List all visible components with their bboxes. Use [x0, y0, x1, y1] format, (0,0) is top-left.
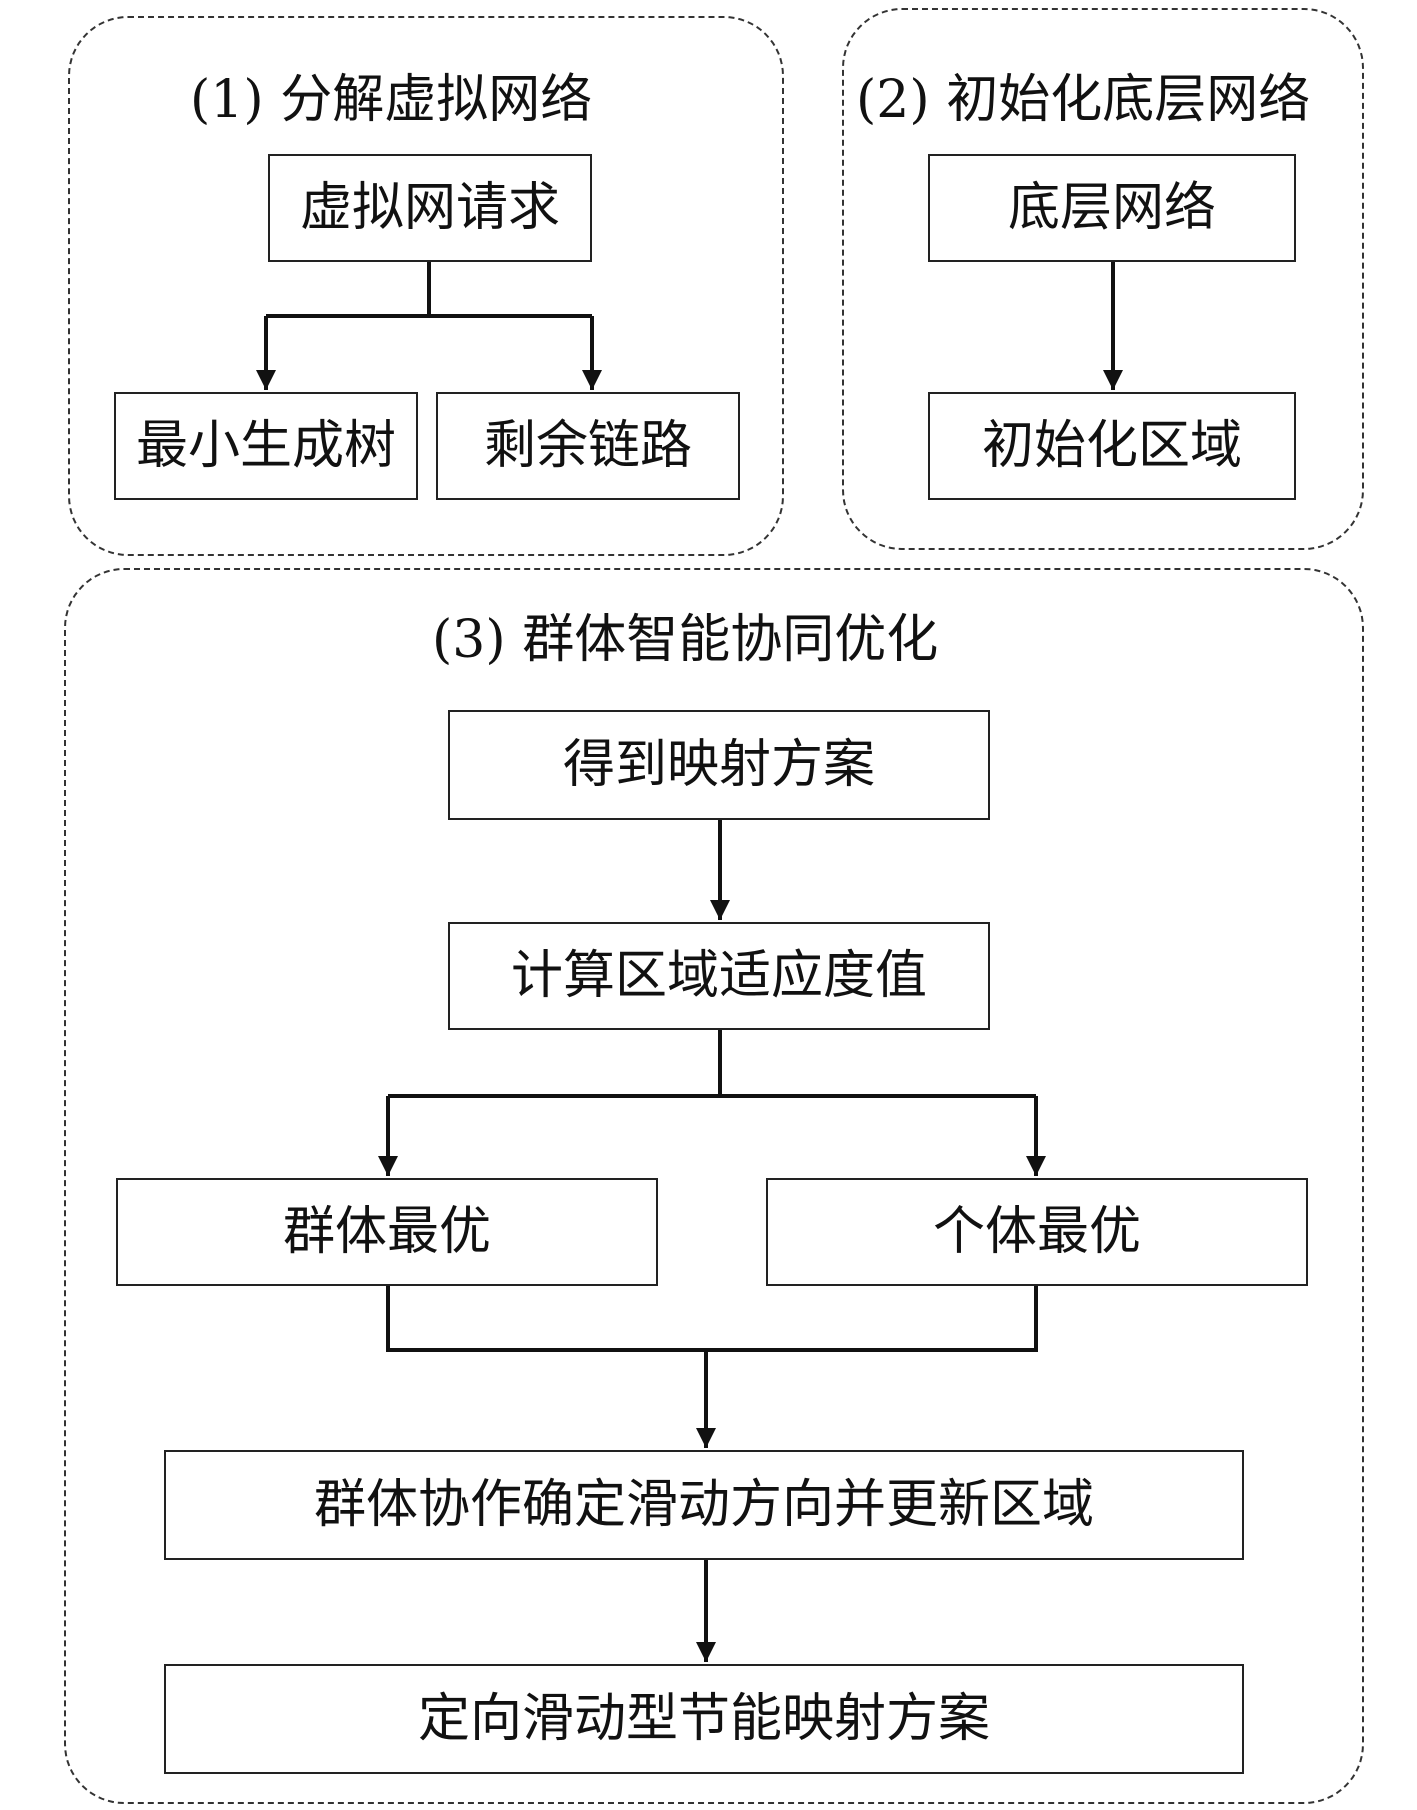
group-init-substrate	[842, 8, 1364, 550]
group-title-decompose: (1) 分解虚拟网络	[190, 70, 593, 130]
group-title-swarm-optimize: (3) 群体智能协同优化	[432, 610, 939, 670]
node-final-scheme: 定向滑动型节能映射方案	[164, 1664, 1244, 1774]
node-remaining-links: 剩余链路	[436, 392, 740, 500]
group-swarm-optimize	[64, 568, 1364, 1804]
group-title-init-substrate: (2) 初始化底层网络	[856, 70, 1311, 130]
node-cooperate-update: 群体协作确定滑动方向并更新区域	[164, 1450, 1244, 1560]
connector-merge	[386, 1286, 1038, 1352]
node-substrate-network: 底层网络	[928, 154, 1296, 262]
node-mst: 最小生成树	[114, 392, 418, 500]
node-virtual-request: 虚拟网请求	[268, 154, 592, 262]
node-individual-best: 个体最优	[766, 1178, 1308, 1286]
group-decompose	[68, 16, 784, 556]
node-get-mapping: 得到映射方案	[448, 710, 990, 820]
node-init-region: 初始化区域	[928, 392, 1296, 500]
node-group-best: 群体最优	[116, 1178, 658, 1286]
node-compute-fitness: 计算区域适应度值	[448, 922, 990, 1030]
